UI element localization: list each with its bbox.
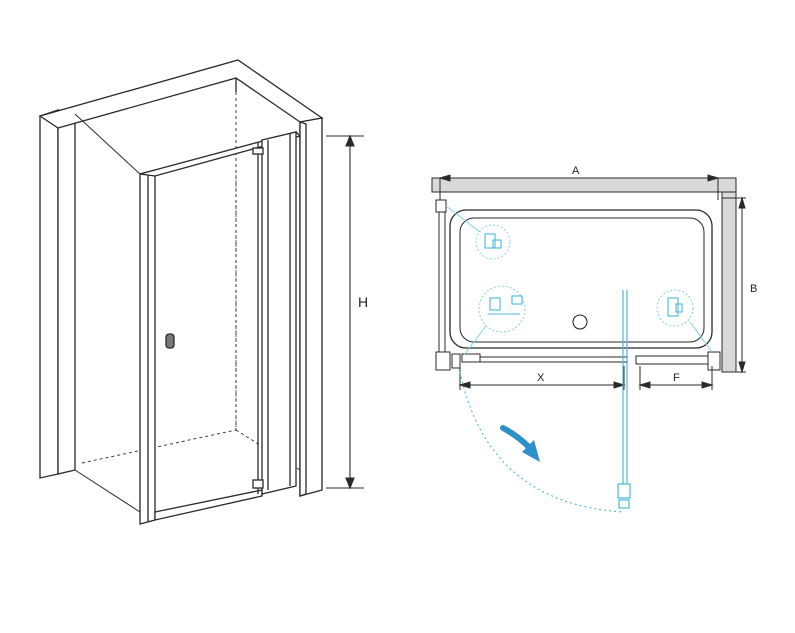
- x-dimension: [458, 366, 626, 390]
- right-wall-front: [299, 121, 307, 497]
- b-label: B: [750, 283, 757, 295]
- top-hinge: [252, 147, 264, 155]
- left-bottom-bracket: [435, 351, 451, 371]
- detail-right: [656, 289, 694, 327]
- door-top-rail: [139, 131, 302, 177]
- plan-profiles: [435, 199, 721, 371]
- fixed-panel: [261, 131, 297, 495]
- x-label: X: [537, 372, 545, 384]
- door-swing-arc: [459, 371, 625, 513]
- b-dimension: [722, 196, 746, 374]
- door-hinge-block: [451, 353, 461, 369]
- drain-icon: [572, 314, 588, 330]
- right-bracket: [707, 351, 721, 371]
- door-bottom-rail: [154, 489, 263, 521]
- floor-back: [74, 469, 141, 513]
- detail-callouts: [445, 205, 713, 356]
- back-wall-left: [74, 113, 141, 175]
- open-door: [617, 290, 631, 509]
- plan-walls: [431, 177, 737, 373]
- left-top-bracket: [435, 199, 447, 213]
- callout-icons: [484, 233, 683, 317]
- right-wall-plan: [721, 191, 737, 373]
- floor-back-dashed: [81, 429, 237, 464]
- left-wall-profile: [438, 199, 446, 359]
- door-handle-icon: [165, 333, 175, 349]
- f-label: F: [673, 372, 680, 384]
- hinge-small: [461, 353, 481, 363]
- perspective-view: [38, 59, 324, 525]
- a-label: A: [572, 165, 580, 177]
- top-beam: [38, 59, 324, 129]
- swing-arrow-icon: [500, 425, 540, 462]
- height-label: H: [358, 294, 368, 310]
- bottom-hinge: [252, 479, 264, 489]
- a-dimension: [438, 174, 720, 200]
- detail-mid-left: [478, 285, 526, 333]
- open-door-hinge: [617, 483, 631, 499]
- left-wall: [39, 109, 59, 479]
- tray-outer: [449, 209, 713, 349]
- shower-tray: [449, 209, 713, 349]
- tray-inner: [459, 217, 705, 343]
- open-door-handle: [618, 499, 630, 509]
- fixed-panel-plan: [635, 355, 711, 365]
- height-dimension: [326, 134, 364, 490]
- top-wall: [431, 177, 737, 193]
- detail-top-left: [475, 224, 511, 260]
- f-dimension: [638, 366, 714, 390]
- left-wall-face: [57, 109, 76, 475]
